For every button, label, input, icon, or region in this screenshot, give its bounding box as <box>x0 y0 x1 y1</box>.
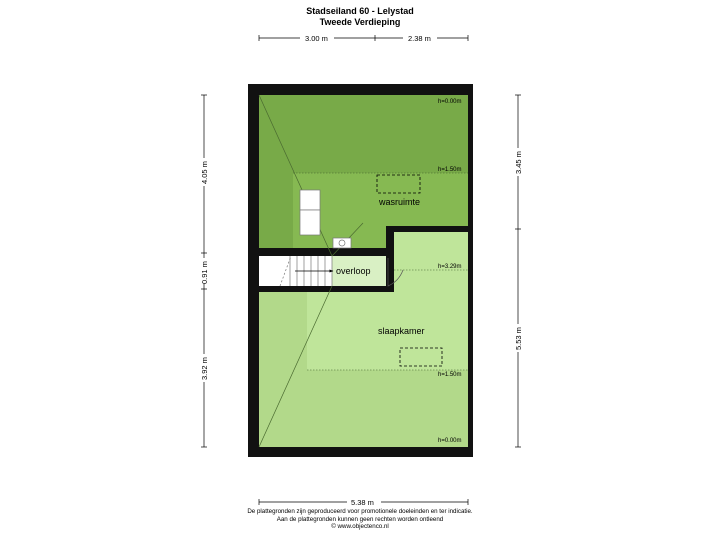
washing-machine <box>299 189 321 211</box>
dimension-top-left: 3.00 m <box>305 34 328 43</box>
interior-wall-top <box>386 226 468 232</box>
interior-wall-vertical <box>386 226 394 286</box>
height-label-bottom: h=0.00m <box>438 438 462 444</box>
dimension-right-bottom: 5.53 m <box>514 327 523 350</box>
door-swing <box>387 258 404 287</box>
dimension-bottom-label: 5.38 m <box>351 498 374 507</box>
room-label-slaapkamer: slaapkamer <box>378 326 425 336</box>
height-label-wasruimte: h=1.50m <box>438 167 462 173</box>
boiler-icon <box>338 239 346 247</box>
dimension-top-right: 2.38 m <box>408 34 431 43</box>
plan-footer: De plattegronden zijn geproduceerd voor … <box>0 508 720 531</box>
height-label-top: h=0.00m <box>438 99 462 105</box>
interior-wall-wasruimte <box>259 248 391 256</box>
slaapkamer-headroom-zone <box>307 292 468 370</box>
copyright-line: © www.objectenco.nl <box>331 523 389 531</box>
dimension-left-bottom: 3.92 m <box>200 357 209 380</box>
dimension-left-mid: 0.91 m <box>200 261 209 284</box>
room-label-overloop: overloop <box>336 266 371 276</box>
skylight-wasruimte <box>376 174 421 194</box>
plan-header: Stadseiland 60 - Lelystad Tweede Verdiep… <box>0 6 720 28</box>
room-label-wasruimte: wasruimte <box>378 197 420 207</box>
address-title: Stadseiland 60 - Lelystad <box>306 6 414 16</box>
roof-hip-line-lower <box>258 285 333 448</box>
skylight-slaapkamer <box>399 347 443 367</box>
dimension-right <box>515 94 521 448</box>
floor-title: Tweede Verdieping <box>319 17 401 27</box>
height-label-overloop: h=3.29m <box>438 264 462 270</box>
boiler-cabinet <box>332 237 352 249</box>
dimension-right-top: 3.45 m <box>514 151 523 174</box>
disclaimer-line-2: Aan de plattegronden kunnen geen rechten… <box>276 515 444 523</box>
dryer <box>299 209 321 236</box>
overloop-landing <box>332 256 386 286</box>
slaapkamer-right-zone <box>394 232 468 292</box>
height-label-slaapkamer: h=1.50m <box>438 372 462 378</box>
disclaimer-line-1: De plattegronden zijn geproduceerd voor … <box>247 508 473 515</box>
slaapkamer-left-wall <box>259 286 391 292</box>
dimension-left-top: 4.05 m <box>200 161 209 184</box>
